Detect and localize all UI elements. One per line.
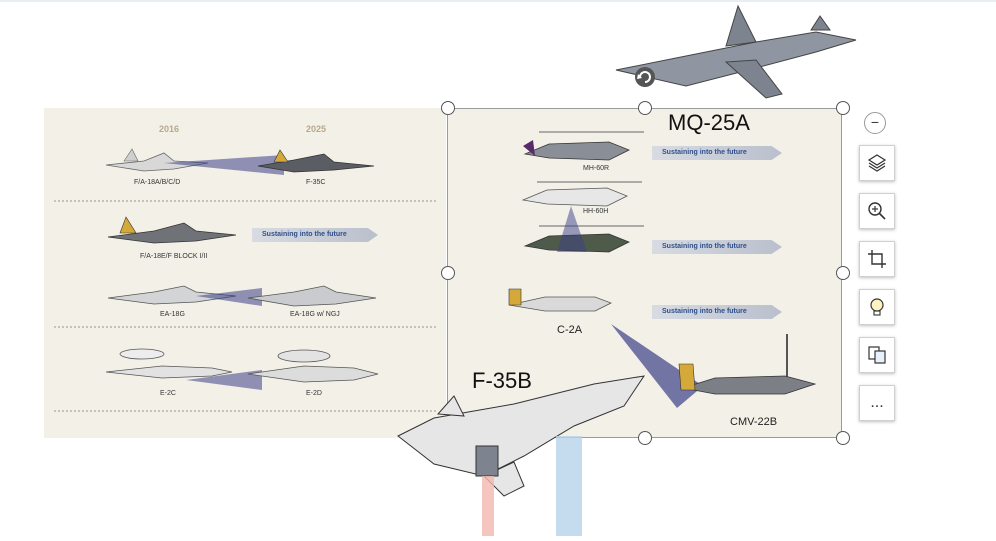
sustaining-banner: Sustaining into the future bbox=[652, 305, 782, 319]
fa18ef-aircraft-icon bbox=[107, 216, 237, 244]
year-2016: 2016 bbox=[159, 124, 180, 134]
resize-handle-bottom[interactable] bbox=[638, 431, 652, 445]
resize-handle-right[interactable] bbox=[836, 266, 850, 280]
caption-ea18g-ngj: EA-18G w/ NGJ bbox=[290, 311, 340, 318]
caption-c2a: C-2A bbox=[557, 324, 583, 336]
row-divider bbox=[54, 326, 436, 328]
rotate-handle-icon[interactable] bbox=[634, 66, 656, 88]
layers-icon bbox=[867, 154, 887, 172]
resize-handle-top[interactable] bbox=[638, 101, 652, 115]
more-options-button[interactable]: ... bbox=[859, 385, 895, 421]
sustaining-banner: Sustaining into the future bbox=[652, 240, 782, 254]
idea-icon bbox=[870, 298, 884, 316]
sustaining-banner: Sustaining into the future bbox=[252, 228, 378, 242]
more-icon: ... bbox=[870, 394, 884, 411]
layers-button[interactable] bbox=[859, 145, 895, 181]
caption-cmv22b: CMV-22B bbox=[730, 416, 778, 428]
f35b-aircraft-image[interactable] bbox=[394, 366, 650, 541]
transition-arrow bbox=[186, 370, 262, 390]
e2c-aircraft-icon bbox=[105, 348, 233, 379]
crop-button[interactable] bbox=[859, 241, 895, 277]
left-infographic-image[interactable]: 2016 2025 F/A-18A/B/C/D F-35C Sustaining… bbox=[44, 108, 446, 438]
convert-icon bbox=[868, 346, 886, 364]
caption-e2d: E-2D bbox=[306, 390, 322, 397]
resize-handle-top-left[interactable] bbox=[441, 101, 455, 115]
right-infographic-image[interactable]: Sustaining into the future MH-60R HH-60H… bbox=[447, 108, 842, 438]
caption-fa18ef: F/A-18E/F BLOCK I/II bbox=[140, 253, 208, 260]
resize-handle-bottom-right[interactable] bbox=[836, 431, 850, 445]
row-divider bbox=[54, 410, 436, 412]
year-2025: 2025 bbox=[306, 124, 327, 134]
resize-handle-left[interactable] bbox=[441, 266, 455, 280]
mq25a-label: MQ-25A bbox=[668, 110, 750, 135]
c2a-aircraft-icon bbox=[508, 288, 612, 312]
idea-button[interactable] bbox=[859, 289, 895, 325]
caption-fa18: F/A-18A/B/C/D bbox=[134, 179, 181, 186]
caption-mh60r: MH-60R bbox=[583, 165, 610, 172]
e2d-aircraft-icon bbox=[247, 349, 379, 383]
f35c-aircraft-icon bbox=[257, 149, 375, 173]
cmv22b-aircraft-icon bbox=[678, 334, 817, 395]
ea18g-ngj-aircraft-icon bbox=[247, 285, 377, 307]
resize-handle-top-right[interactable] bbox=[836, 101, 850, 115]
collapse-toolbar-button[interactable]: − bbox=[864, 112, 886, 134]
top-border bbox=[0, 0, 996, 2]
row-divider bbox=[54, 200, 436, 202]
caption-f35c: F-35C bbox=[306, 179, 326, 186]
caption-e2c: E-2C bbox=[160, 390, 176, 397]
caption-hh60h: HH-60H bbox=[583, 208, 609, 215]
mq25a-drone-image[interactable] bbox=[606, 2, 861, 102]
transition-arrow bbox=[196, 288, 262, 306]
caption-ea18g: EA-18G bbox=[160, 311, 185, 318]
convert-button[interactable] bbox=[859, 337, 895, 373]
zoom-icon bbox=[868, 202, 886, 220]
transition-arrow bbox=[557, 206, 587, 252]
mh60r-helicopter-icon bbox=[523, 131, 644, 161]
f35b-label: F-35B bbox=[472, 368, 532, 393]
zoom-button[interactable] bbox=[859, 193, 895, 229]
transition-arrow bbox=[164, 155, 284, 175]
sustaining-banner: Sustaining into the future bbox=[652, 146, 782, 160]
transition-arrow bbox=[611, 324, 703, 408]
crop-icon bbox=[868, 250, 886, 268]
hh60h-helicopter-icon bbox=[521, 181, 642, 207]
